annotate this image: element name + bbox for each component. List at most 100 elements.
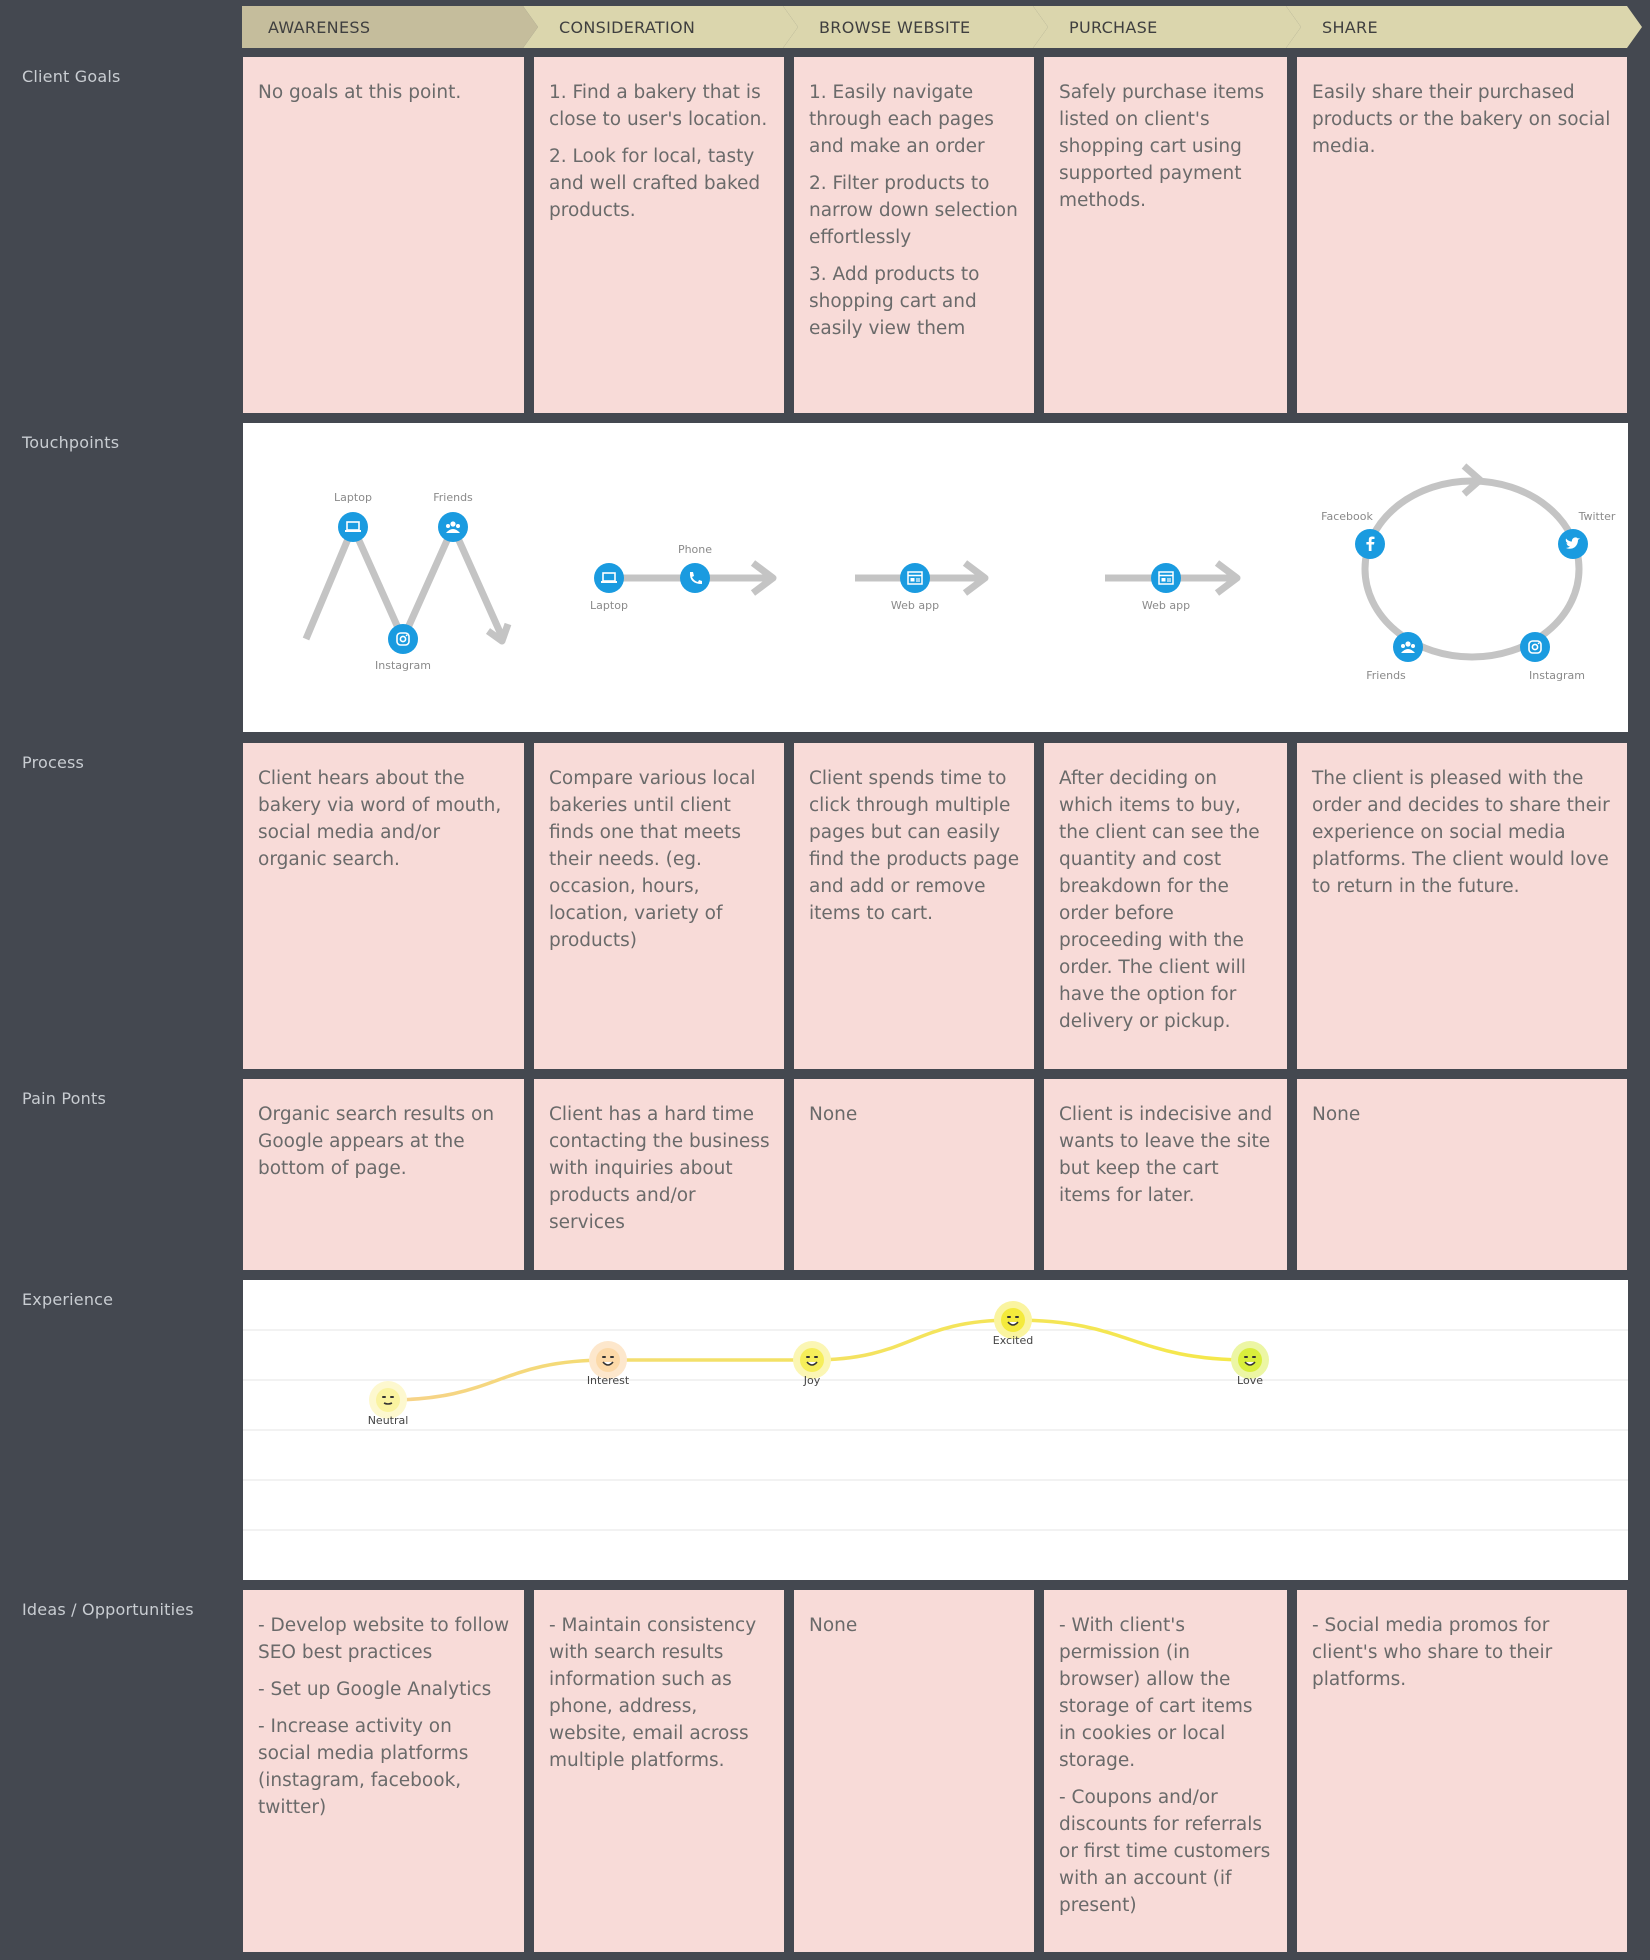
pain-card-share: None [1297, 1079, 1627, 1270]
goal-text: 2. Look for local, tasty and well crafte… [549, 146, 761, 221]
touchpoint-label: Web app [891, 599, 939, 612]
process-card-awareness: Client hears about the bakery via word o… [243, 743, 524, 1069]
emotion-marker-interest: Interest [587, 1341, 630, 1387]
idea-text: - Maintain consistency with search resul… [549, 1615, 757, 1771]
touchpoint-label: Twitter [1578, 510, 1616, 523]
goal-text: 2. Filter products to narrow down select… [809, 173, 1018, 248]
emoji-mouth [1007, 1321, 1019, 1326]
stage-label: BROWSE WEBSITE [819, 17, 971, 37]
goal-card-browse: 1. Easily navigate through each pages an… [794, 57, 1034, 413]
idea-text: - Coupons and/or discounts for referrals… [1059, 1787, 1271, 1916]
pain-text: Client is indecisive and wants to leave … [1059, 1104, 1273, 1206]
touchpoint-label: Laptop [590, 599, 628, 612]
process-card-browse: Client spends time to click through mult… [794, 743, 1034, 1069]
goal-text: No goals at this point. [258, 82, 462, 103]
idea-text: - Set up Google Analytics [258, 1679, 492, 1700]
experience-gridlines [243, 1329, 1628, 1531]
instagram-icon [388, 624, 418, 654]
goal-text: 1. Find a bakery that is close to user's… [549, 82, 768, 130]
goal-text: Easily share their purchased products or… [1312, 82, 1611, 157]
touchpoint-label: Instagram [375, 659, 431, 672]
touchpoint-label: Friends [433, 491, 473, 504]
idea-text: - Develop website to follow SEO best pra… [258, 1615, 510, 1663]
awareness-path [302, 523, 512, 645]
stage-awareness: AWARENESS [242, 6, 538, 48]
row-label-touchpoints: Touchpoints [22, 433, 120, 452]
ideas-card-share: - Social media promos for client's who s… [1297, 1590, 1627, 1952]
goal-text: 3. Add products to shopping cart and eas… [809, 264, 980, 339]
emoji-face-icon [800, 1348, 824, 1372]
web-app-icon [900, 563, 930, 593]
stage-arrow-shape [783, 6, 1048, 48]
ideas-card-awareness: - Develop website to follow SEO best pra… [243, 1590, 524, 1952]
emotion-marker-neutral: Neutral [368, 1381, 409, 1427]
emoji-mouth [806, 1361, 818, 1366]
process-text: Client spends time to click through mult… [809, 768, 1020, 924]
ideas-card-browse: None [794, 1590, 1034, 1952]
facebook-icon [1355, 529, 1385, 559]
touchpoint-label: Laptop [334, 491, 372, 504]
emoji-face-icon [376, 1388, 400, 1412]
emoji-face-icon [1001, 1308, 1025, 1332]
stage-browse-website: BROWSE WEBSITE [783, 6, 1048, 48]
goal-card-awareness: No goals at this point. [243, 57, 524, 413]
emotion-label: Excited [993, 1334, 1033, 1347]
process-text: After deciding on which items to buy, th… [1059, 768, 1260, 1032]
stage-arrow-shape [1286, 6, 1642, 48]
emoji-face-icon [596, 1348, 620, 1372]
process-text: The client is pleased with the order and… [1312, 768, 1610, 897]
emoji-mouth [1244, 1361, 1256, 1366]
touchpoint-label: Phone [678, 543, 712, 556]
friends-icon [438, 512, 468, 542]
pain-card-purchase: Client is indecisive and wants to leave … [1044, 1079, 1287, 1270]
twitter-icon [1558, 529, 1588, 559]
emoji-face-icon [1238, 1348, 1262, 1372]
stage-share: SHARE [1286, 6, 1642, 48]
emotion-label: Interest [587, 1374, 630, 1387]
emotion-label: Neutral [368, 1414, 409, 1427]
emoji-mouth [383, 1402, 393, 1405]
idea-text: - Increase activity on social media plat… [258, 1716, 469, 1818]
stage-purchase: PURCHASE [1033, 6, 1301, 48]
goal-text: Safely purchase items listed on client's… [1059, 82, 1265, 211]
laptop-icon [338, 512, 368, 542]
stage-label: CONSIDERATION [559, 17, 696, 37]
stage-arrow-shape [242, 6, 538, 48]
share-cycle-path [1361, 463, 1583, 661]
ideas-card-purchase: - With client's permission (in browser) … [1044, 1590, 1287, 1952]
process-card-purchase: After deciding on which items to buy, th… [1044, 743, 1287, 1069]
pain-card-awareness: Organic search results on Google appears… [243, 1079, 524, 1270]
stage-label: SHARE [1322, 17, 1378, 37]
touchpoints-panel: Laptop Friends Instagram Laptop Phone We… [243, 423, 1628, 732]
goal-card-consideration: 1. Find a bakery that is close to user's… [534, 57, 784, 413]
goal-card-purchase: Safely purchase items listed on client's… [1044, 57, 1287, 413]
process-card-share: The client is pleased with the order and… [1297, 743, 1627, 1069]
row-label-pain-points: Pain Ponts [22, 1089, 107, 1108]
laptop-icon [594, 563, 624, 593]
stage-label: PURCHASE [1069, 17, 1158, 37]
goal-text: 1. Easily navigate through each pages an… [809, 82, 994, 157]
pain-text: None [809, 1104, 858, 1125]
touchpoint-label: Instagram [1529, 669, 1585, 682]
phone-icon [680, 563, 710, 593]
emotion-marker-joy: Joy [793, 1341, 831, 1387]
stage-header: AWARENESS CONSIDERATION BROWSE WEBSITE P… [242, 6, 1642, 48]
touchpoints-diagram: Laptop Friends Instagram Laptop Phone We… [302, 463, 1616, 682]
row-label-experience: Experience [22, 1290, 114, 1309]
idea-text: None [809, 1615, 858, 1636]
stage-arrow-shape [523, 6, 798, 48]
idea-text: - With client's permission (in browser) … [1059, 1615, 1253, 1771]
process-card-consideration: Compare various local bakeries until cli… [534, 743, 784, 1069]
stage-label: AWARENESS [268, 17, 371, 37]
pain-text: Organic search results on Google appears… [258, 1104, 495, 1179]
row-label-client-goals: Client Goals [22, 67, 121, 86]
process-text: Client hears about the bakery via word o… [258, 768, 502, 870]
web-app-icon [1151, 563, 1181, 593]
emotion-marker-excited: Excited [993, 1301, 1033, 1347]
touchpoint-label: Web app [1142, 599, 1190, 612]
touchpoint-label: Friends [1366, 669, 1406, 682]
friends-icon [1393, 632, 1423, 662]
ideas-card-consideration: - Maintain consistency with search resul… [534, 1590, 784, 1952]
